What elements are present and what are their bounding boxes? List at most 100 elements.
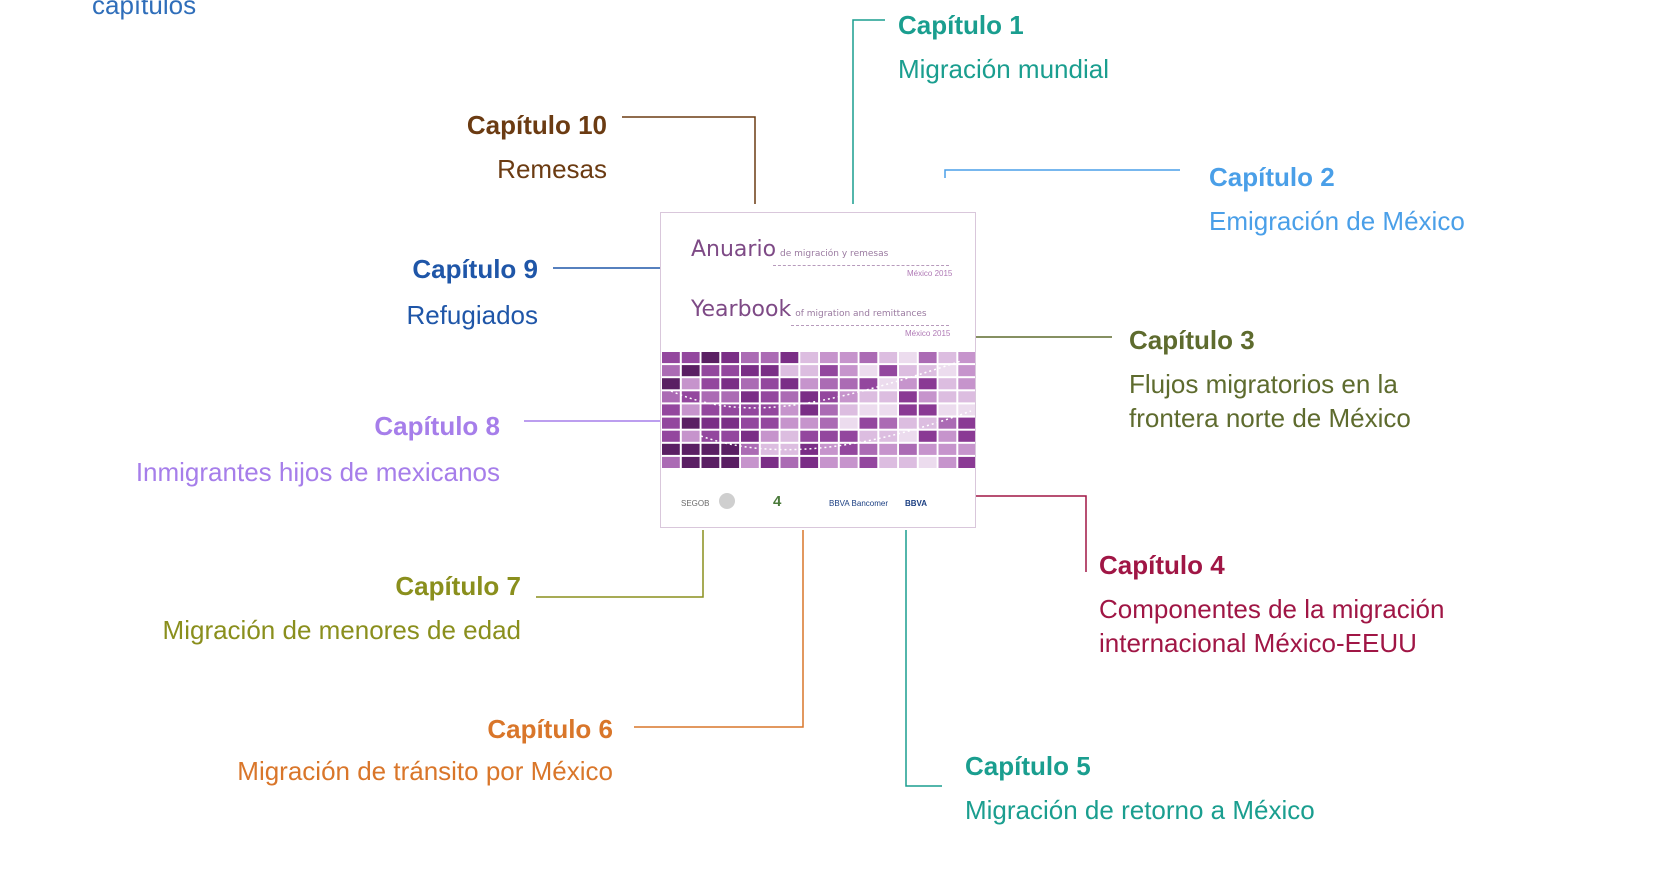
logo-40: 4	[773, 493, 782, 510]
mosaic-tile	[859, 456, 878, 468]
mosaic-tile	[741, 456, 759, 468]
header-fragment: capítulos	[92, 0, 197, 20]
chapter-5-subtitle: Migración de retorno a México	[965, 795, 1315, 825]
mosaic-tile	[899, 417, 917, 429]
mosaic-tile	[879, 404, 898, 416]
mosaic-tile	[662, 391, 680, 403]
mosaic-tile	[899, 443, 917, 455]
mosaic-tile	[662, 443, 680, 455]
chapter-6-subtitle: Migración de tránsito por México	[237, 756, 613, 786]
mosaic-tile	[839, 417, 858, 429]
mosaic-tile	[800, 443, 819, 455]
logo-emblem-icon	[719, 493, 735, 509]
mosaic-tile	[780, 417, 799, 429]
mosaic-tile	[662, 404, 680, 416]
cover-title-es-main: Anuario	[691, 237, 777, 262]
chapter-1: Capítulo 1 Migración mundial	[898, 10, 1109, 86]
mosaic-tile	[701, 430, 720, 442]
mosaic-tile	[839, 456, 858, 468]
mosaic-tile	[820, 365, 838, 377]
connector-ch10	[622, 116, 756, 204]
mosaic-tile	[662, 430, 680, 442]
mosaic-tile	[820, 443, 838, 455]
mosaic-tile	[760, 352, 779, 364]
chapter-9-title: Capítulo 9	[412, 254, 538, 284]
mosaic-tile	[800, 365, 819, 377]
mosaic-tile	[741, 430, 759, 442]
mosaic-tile	[958, 443, 975, 455]
mosaic-tile	[681, 430, 700, 442]
mosaic-tile	[918, 456, 937, 468]
mosaic-tile	[839, 430, 858, 442]
mosaic-tile	[721, 391, 740, 403]
mosaic-tile	[918, 404, 937, 416]
mosaic-tile	[839, 365, 858, 377]
mosaic-tile	[879, 456, 898, 468]
cover-year-es: México 2015	[907, 269, 953, 278]
chapter-8-title: Capítulo 8	[374, 411, 500, 441]
chapter-2-subtitle: Emigración de México	[1209, 206, 1465, 236]
mosaic-tile	[721, 365, 740, 377]
mosaic-tile	[879, 365, 898, 377]
mosaic-tile	[958, 365, 975, 377]
logo-segob: SEGOB	[681, 499, 710, 508]
chapter-3-subtitle-line-2: frontera norte de México	[1129, 403, 1411, 433]
mosaic-tile	[958, 404, 975, 416]
mosaic-tile	[859, 352, 878, 364]
mosaic-tile	[800, 391, 819, 403]
mosaic-tile	[741, 404, 759, 416]
mosaic-tile	[859, 430, 878, 442]
cover-year-en: México 2015	[905, 329, 951, 338]
mosaic-tile	[741, 352, 759, 364]
mosaic-tile	[958, 391, 975, 403]
mosaic-tile	[760, 404, 779, 416]
mosaic-tile	[721, 404, 740, 416]
mosaic-tile	[958, 430, 975, 442]
logo-bbva: BBVA	[905, 499, 928, 508]
mosaic-tile	[681, 417, 700, 429]
mosaic-tile	[859, 365, 878, 377]
mosaic-tile	[780, 456, 799, 468]
mosaic-tile	[839, 443, 858, 455]
mosaic-tile	[681, 365, 700, 377]
mosaic-tile	[780, 365, 799, 377]
logo-bbva-bancomer: BBVA Bancomer	[829, 499, 888, 508]
chapter-5-title: Capítulo 5	[965, 751, 1091, 781]
mosaic-tile	[800, 404, 819, 416]
chapter-2: Capítulo 2 Emigración de México	[1209, 162, 1465, 238]
mosaic-tile	[741, 443, 759, 455]
mosaic-tile	[918, 417, 937, 429]
connector-ch1	[852, 19, 885, 204]
mosaic-tile	[721, 430, 740, 442]
mosaic-tile	[800, 352, 819, 364]
mosaic-tile	[760, 430, 779, 442]
mosaic-tile	[800, 378, 819, 390]
mosaic-tile	[701, 404, 720, 416]
chapter-1-title: Capítulo 1	[898, 10, 1024, 40]
chapter-10-title: Capítulo 10	[466, 110, 607, 140]
mosaic-tile	[701, 365, 720, 377]
mosaic-tile	[879, 391, 898, 403]
mosaic-tile	[879, 378, 898, 390]
cover-subtitle-es: de migración y remesas	[780, 249, 889, 259]
connector-ch6	[634, 530, 804, 728]
mosaic-tile	[899, 391, 917, 403]
mosaic-tile	[760, 378, 779, 390]
mosaic-tile	[879, 417, 898, 429]
connector-ch2	[944, 169, 1180, 178]
mosaic-tile	[681, 391, 700, 403]
chapter-9: Capítulo 9 Refugiados	[406, 254, 538, 332]
chapter-5: Capítulo 5 Migración de retorno a México	[965, 751, 1315, 827]
chapter-10-subtitle: Remesas	[497, 154, 607, 184]
chapter-4-title: Capítulo 4	[1099, 550, 1225, 580]
mosaic-tile	[760, 417, 779, 429]
mosaic-tile	[760, 391, 779, 403]
mosaic-tile	[938, 365, 957, 377]
mosaic-tile	[899, 365, 917, 377]
mosaic-tile	[820, 404, 838, 416]
cover-logos: SEGOB 4 BBVA Bancomer BBVA	[661, 481, 975, 521]
connector-ch4	[976, 495, 1087, 572]
